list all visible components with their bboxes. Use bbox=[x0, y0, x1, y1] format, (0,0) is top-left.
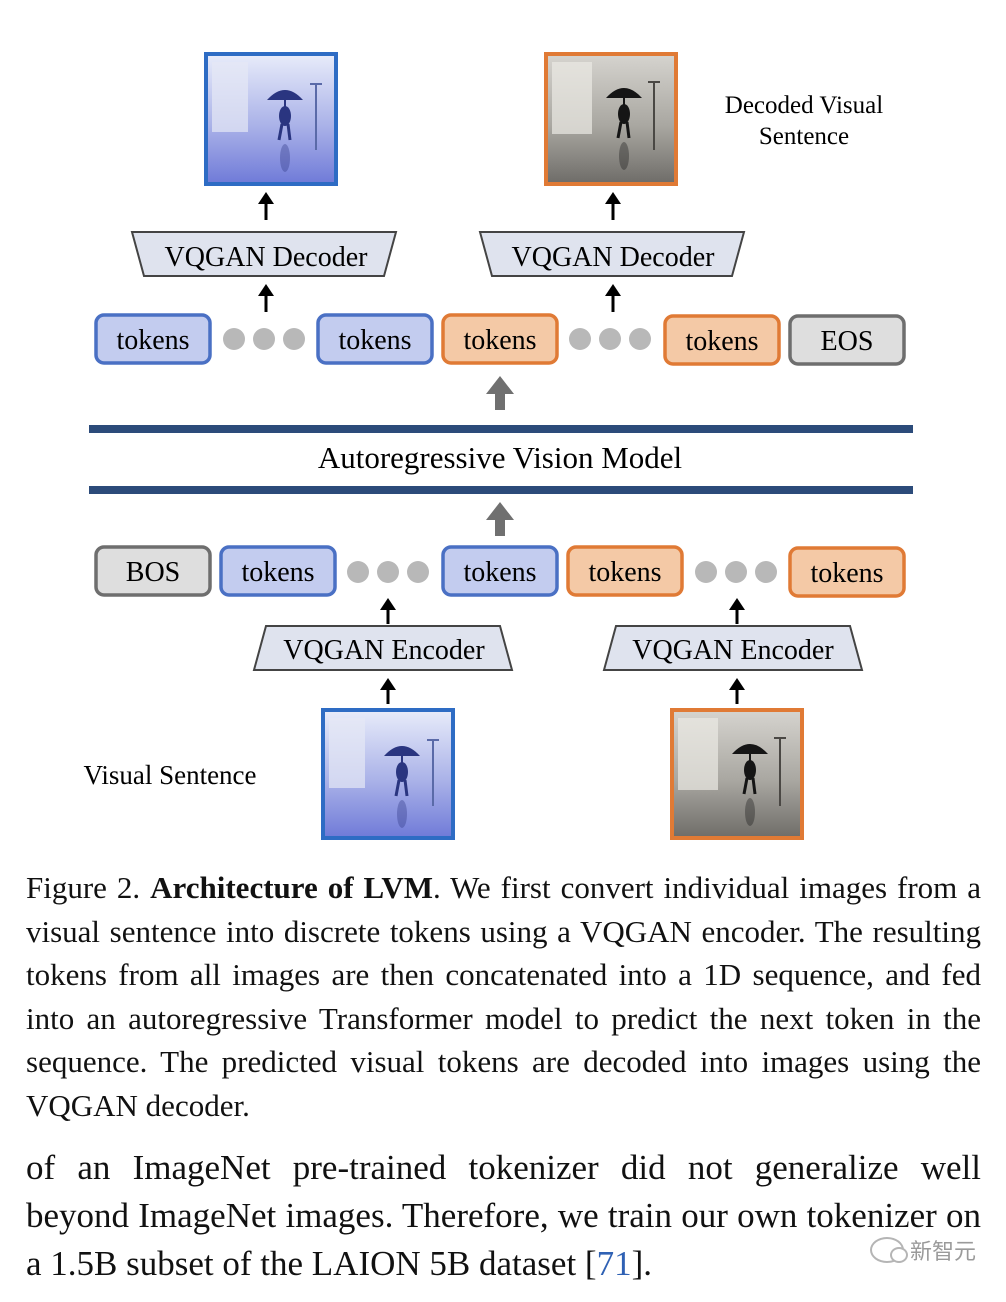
arrow-up-icon bbox=[729, 598, 745, 624]
autoregressive-vision-model: Autoregressive Vision Model bbox=[89, 425, 913, 494]
arrow-up-icon bbox=[258, 284, 274, 312]
decoded-visual-sentence-label: Decoded Visual bbox=[725, 92, 883, 119]
ellipsis-dots bbox=[569, 328, 651, 350]
citation-link[interactable]: 71 bbox=[596, 1244, 632, 1283]
token-box: tokens bbox=[788, 546, 906, 598]
arrow-up-icon bbox=[380, 598, 396, 624]
ellipsis-dots bbox=[223, 328, 305, 350]
output-token-row: tokens tokens tokens tokens EOS bbox=[94, 313, 906, 366]
svg-text:tokens: tokens bbox=[588, 557, 661, 588]
token-box: tokens bbox=[441, 545, 559, 597]
vqgan-decoder-right: VQGAN Decoder bbox=[478, 231, 746, 277]
vqgan-encoder-left: VQGAN Encoder bbox=[252, 625, 514, 671]
body-text: of an ImageNet pre-trained tokenizer did… bbox=[26, 1148, 981, 1283]
arrow-up-icon bbox=[729, 678, 745, 704]
svg-text:VQGAN Encoder: VQGAN Encoder bbox=[632, 635, 834, 666]
token-box: tokens bbox=[441, 313, 559, 365]
decoded-image-blue bbox=[204, 52, 338, 186]
ellipsis-dots bbox=[347, 561, 429, 583]
caption-prefix: Figure 2. bbox=[26, 870, 151, 905]
eos-token-box: EOS bbox=[788, 314, 906, 366]
arrow-up-icon bbox=[258, 192, 274, 220]
decoded-image-orange bbox=[544, 52, 678, 186]
arrow-up-icon bbox=[605, 284, 621, 312]
token-box: tokens bbox=[219, 545, 337, 597]
body-paragraph: of an ImageNet pre-trained tokenizer did… bbox=[26, 1144, 981, 1288]
svg-text:tokens: tokens bbox=[463, 557, 536, 588]
svg-text:VQGAN Decoder: VQGAN Decoder bbox=[165, 242, 369, 273]
bos-token-box: BOS bbox=[94, 545, 212, 597]
input-token-row: BOS tokens tokens tokens tokens bbox=[94, 545, 906, 598]
arrow-up-icon bbox=[486, 376, 514, 410]
svg-text:Autoregressive Vision Model: Autoregressive Vision Model bbox=[318, 440, 682, 475]
svg-text:VQGAN Encoder: VQGAN Encoder bbox=[283, 635, 485, 666]
arrow-up-icon bbox=[486, 502, 514, 536]
caption-bold-title: Architecture of LVM bbox=[150, 870, 433, 905]
svg-text:tokens: tokens bbox=[810, 558, 883, 589]
lvm-architecture-diagram: Decoded Visual Sentence VQGAN Decoder VQ… bbox=[83, 52, 913, 840]
visual-sentence-label: Visual Sentence bbox=[83, 760, 256, 790]
decoded-visual-sentence-label-line2: Sentence bbox=[759, 123, 849, 150]
arrow-up-icon bbox=[605, 192, 621, 220]
svg-text:EOS: EOS bbox=[821, 326, 874, 357]
chat-bubble-icon bbox=[869, 1237, 908, 1263]
token-box: tokens bbox=[94, 313, 212, 365]
svg-text:BOS: BOS bbox=[126, 557, 180, 588]
watermark-text: 新智元 bbox=[909, 1240, 976, 1265]
vqgan-encoder-right: VQGAN Encoder bbox=[602, 625, 864, 671]
figure-caption: Figure 2. Architecture of LVM. We first … bbox=[26, 866, 981, 1128]
svg-text:tokens: tokens bbox=[463, 325, 536, 356]
vqgan-decoder-left: VQGAN Decoder bbox=[130, 231, 398, 277]
token-box: tokens bbox=[663, 314, 781, 366]
input-image-orange bbox=[670, 708, 804, 840]
arrow-up-icon bbox=[380, 678, 396, 704]
token-box: tokens bbox=[566, 545, 684, 597]
svg-text:tokens: tokens bbox=[116, 325, 189, 356]
svg-text:VQGAN Decoder: VQGAN Decoder bbox=[512, 242, 716, 273]
watermark: 新智元 bbox=[869, 1234, 976, 1266]
body-text-end: ]. bbox=[631, 1244, 652, 1283]
svg-text:tokens: tokens bbox=[338, 325, 411, 356]
ellipsis-dots bbox=[695, 561, 777, 583]
input-image-blue bbox=[321, 708, 455, 840]
svg-text:tokens: tokens bbox=[685, 326, 758, 357]
svg-text:tokens: tokens bbox=[241, 557, 314, 588]
caption-text: . We first convert individual images fro… bbox=[26, 870, 981, 1123]
token-box: tokens bbox=[316, 313, 434, 365]
